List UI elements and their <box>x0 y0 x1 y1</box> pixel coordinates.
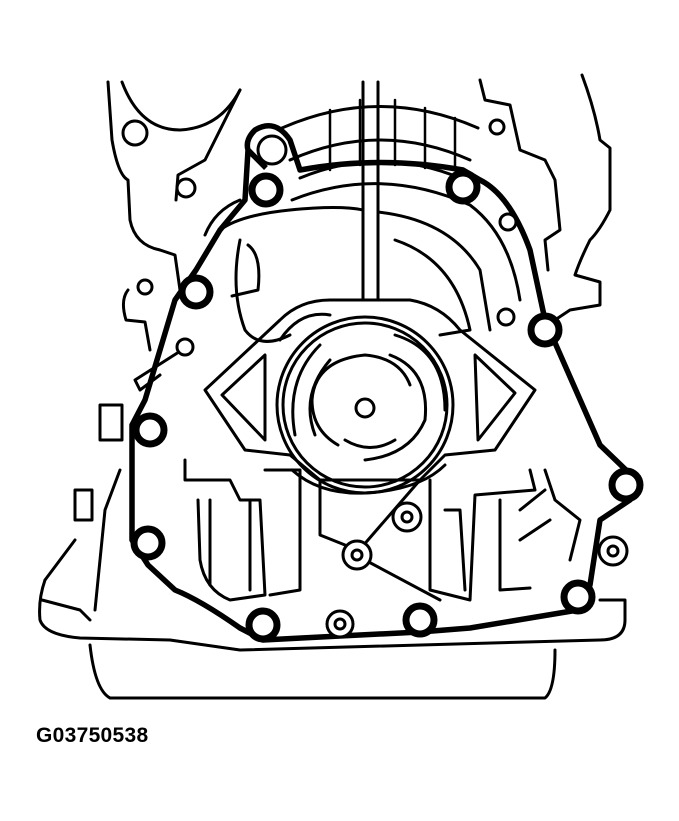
timing-cover-housing <box>203 80 522 343</box>
bolt-marker <box>608 467 644 503</box>
oil-pan <box>38 538 627 700</box>
bolt-marker <box>248 172 284 208</box>
bolt-marker <box>402 602 438 638</box>
highlighted-bolts <box>130 169 644 643</box>
bolt-marker <box>178 274 214 310</box>
mounting-bosses <box>121 118 629 639</box>
figure-id-label: G03750538 <box>36 724 149 747</box>
gasket-line <box>129 123 633 643</box>
bolt-marker <box>527 312 563 348</box>
bolt-marker <box>132 412 168 448</box>
engine-cover-diagram <box>38 73 644 700</box>
lower-block-ribs <box>73 348 582 612</box>
bolt-marker <box>130 525 166 561</box>
oil-pump-rotor <box>275 312 455 495</box>
engine-block-outline <box>106 73 612 352</box>
bolt-marker <box>560 579 596 615</box>
bolt-marker <box>245 607 281 643</box>
oil-pump-body <box>203 298 537 482</box>
bolt-marker <box>445 169 481 205</box>
